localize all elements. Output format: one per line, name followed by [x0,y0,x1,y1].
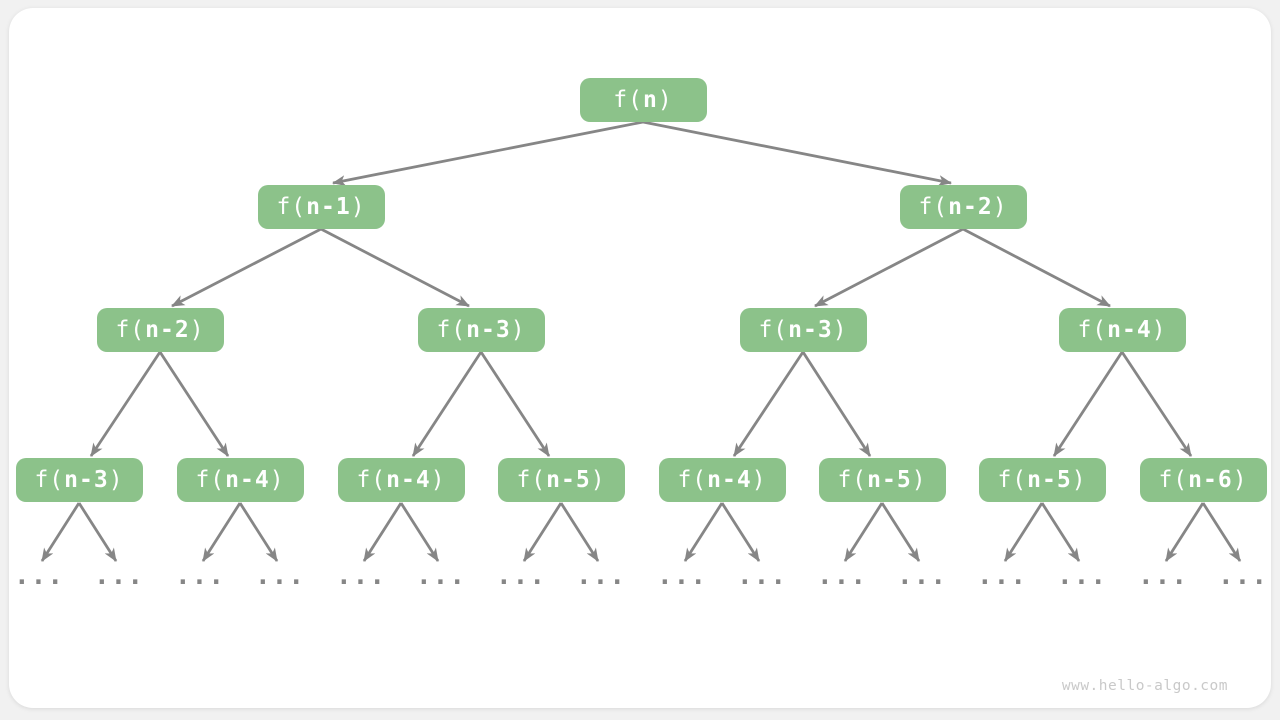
ellipsis: ... [255,561,305,591]
tree-node-f(n-5): f(n-5) [818,458,946,502]
node-label-bold: n-3 [466,317,511,343]
node-label-bold: n-6 [1188,467,1233,493]
node-label-post: ) [1071,467,1087,493]
node-label-bold: n-4 [225,467,270,493]
node-label-bold: n-3 [788,317,833,343]
node-label-post: ) [269,467,285,493]
tree-node-f(n-3): f(n-3) [417,308,545,352]
node-label-pre: f( [677,467,708,493]
node-label-bold: n-4 [1107,317,1152,343]
node-label-post: ) [108,467,124,493]
tree-node-f(n-1): f(n-1) [257,185,385,229]
node-label-pre: f( [516,467,547,493]
node-label-pre: f( [1158,467,1189,493]
node-label-bold: n-1 [306,194,351,220]
node-label-pre: f( [356,467,387,493]
tree-node-f(n-2): f(n-2) [96,308,224,352]
ellipsis: ... [576,561,626,591]
ellipsis: ... [1218,561,1268,591]
node-label-post: ) [510,317,526,343]
tree-node-f(n-5): f(n-5) [978,458,1106,502]
node-label-pre: f( [997,467,1028,493]
node-label-bold: n-4 [386,467,431,493]
node-label-bold: n-5 [867,467,912,493]
node-label-post: ) [1232,467,1248,493]
tree-node-f(n): f(n) [579,78,707,122]
tree-node-f(n-3): f(n-3) [15,458,143,502]
tree-node-f(n-3): f(n-3) [739,308,867,352]
node-label-pre: f( [34,467,65,493]
node-label-post: ) [911,467,927,493]
node-label-post: ) [832,317,848,343]
ellipsis: ... [175,561,225,591]
node-label-post: ) [430,467,446,493]
tree-node-f(n-2): f(n-2) [899,185,1027,229]
ellipsis: ... [1138,561,1188,591]
ellipsis: ... [14,561,64,591]
node-label-pre: f( [837,467,868,493]
node-label-bold: n-5 [546,467,591,493]
node-label-bold: n-2 [145,317,190,343]
node-label-post: ) [189,317,205,343]
node-label-pre: f( [436,317,467,343]
node-label-pre: f( [276,194,307,220]
ellipsis: ... [977,561,1027,591]
tree-node-f(n-4): f(n-4) [1058,308,1186,352]
tree-node-f(n-4): f(n-4) [176,458,304,502]
tree-node-f(n-4): f(n-4) [658,458,786,502]
tree-node-f(n-6): f(n-6) [1139,458,1267,502]
node-label-post: ) [657,87,673,113]
tree-node-f(n-4): f(n-4) [337,458,465,502]
ellipsis: ... [496,561,546,591]
node-label-post: ) [590,467,606,493]
node-label-post: ) [751,467,767,493]
node-label-bold: n-5 [1027,467,1072,493]
node-label-bold: n [642,87,658,113]
watermark: www.hello-algo.com [1061,678,1228,694]
node-label-bold: n-2 [948,194,993,220]
ellipsis: ... [817,561,867,591]
tree-node-f(n-5): f(n-5) [497,458,625,502]
ellipsis: ... [94,561,144,591]
node-label-pre: f( [115,317,146,343]
node-label-post: ) [350,194,366,220]
ellipsis: ... [657,561,707,591]
node-label-post: ) [992,194,1008,220]
node-label-bold: n-3 [64,467,109,493]
ellipsis: ... [1057,561,1107,591]
node-label-pre: f( [918,194,949,220]
node-label-pre: f( [1077,317,1108,343]
node-label-pre: f( [613,87,643,113]
ellipsis: ... [897,561,947,591]
node-label-pre: f( [758,317,789,343]
ellipsis: ... [416,561,466,591]
node-label-post: ) [1151,317,1167,343]
node-label-bold: n-4 [707,467,752,493]
ellipsis: ... [737,561,787,591]
ellipsis: ... [336,561,386,591]
node-label-pre: f( [195,467,226,493]
